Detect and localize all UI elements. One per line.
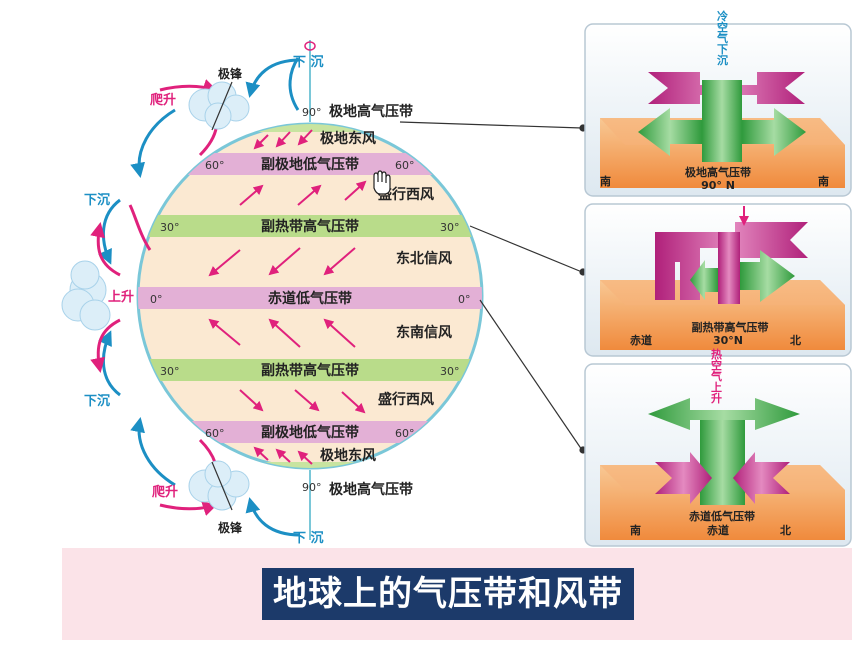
wind-arrows-ne-trade [208, 247, 356, 277]
label-xia-chen-left-bottom: 下沉 [84, 393, 110, 409]
panel-equatorial-low: 热空气上升 赤道低气压带 南 赤道 北 [584, 347, 852, 547]
globe: 副极地低气压带 副热带高气压带 赤道低气压带 副热带高气压带 副极地低气压带 极… [136, 122, 484, 470]
label-equatorial-low: 赤道低气压带 [268, 290, 352, 307]
label-pa-sheng-bottom: 爬升 [151, 484, 178, 500]
wind-arrows-polar-east-s [253, 446, 313, 465]
label-ne-trade: 东北信风 [396, 250, 452, 267]
band-equatorial-low [138, 287, 482, 309]
deg-0-left: 0° [150, 293, 163, 306]
wind-arrows-polar-east-n [253, 129, 313, 150]
deg-90-n: 90° [302, 106, 322, 119]
panel1-right: 南 [818, 174, 829, 188]
polar-front-line-s [211, 461, 233, 511]
panel2-left: 赤道 [630, 333, 652, 347]
panel-polar-high: 冷空气下沉 极地高气压带 90° N 南 南 [584, 9, 852, 197]
panel3-belt: 赤道低气压带 [689, 509, 755, 523]
polar-axis [304, 40, 316, 540]
label-polar-high-n: 极地高气压带 [329, 103, 413, 120]
band-subtropical-high-n [138, 215, 482, 237]
label-polar-east-s: 极地东风 [320, 447, 376, 464]
cloud-icon [188, 81, 250, 130]
pink-arrow-shape [655, 452, 712, 504]
connector-line-2 [469, 225, 583, 273]
cloud-icons [61, 81, 250, 511]
cloud-icon [61, 260, 111, 331]
wind-arrows-westerly-n [239, 180, 367, 206]
deg-30-right-n: 30° [440, 221, 460, 234]
label-shang-sheng: 上升 [108, 289, 134, 305]
label-subtropical-high-s: 副热带高气压带 [261, 362, 359, 379]
green-column-shape [702, 80, 742, 162]
label-xia-chen-bottom: 下 沉 [293, 530, 324, 546]
label-subtropical-high-n: 副热带高气压带 [261, 218, 359, 235]
label-polar-high-s: 极地高气压带 [329, 481, 413, 498]
label-westerly-s: 盛行西风 [378, 391, 434, 408]
panel3-right: 北 [780, 523, 791, 537]
label-subpolar-low-s: 副极地低气压带 [261, 424, 359, 441]
deg-90-s: 90° [302, 481, 322, 494]
label-se-trade: 东南信风 [396, 324, 452, 341]
band-subtropical-high-s [138, 359, 482, 381]
panel-subtropical-high: 副热带高气压带 赤道 30°N 北 [584, 203, 852, 357]
green-arrow-shape [648, 398, 800, 430]
label-polar-east-n: 极地东风 [320, 130, 376, 147]
panel1-left: 南 [600, 174, 611, 188]
deg-60-right-s: 60° [395, 427, 415, 440]
deg-30-left-n: 30° [160, 221, 180, 234]
wind-arrows-westerly-s [239, 389, 366, 414]
wind-arrows-se-trade [208, 318, 356, 348]
deg-30-right-s: 30° [440, 365, 460, 378]
cloud-icon [188, 460, 250, 511]
label-ji-feng-bottom: 极锋 [218, 520, 243, 535]
deg-60-left-s: 60° [205, 427, 225, 440]
deg-60-left-n: 60° [205, 159, 225, 172]
deg-60-right-n: 60° [395, 159, 415, 172]
panel3-left: 南 [630, 523, 641, 537]
label-subpolar-low-n: 副极地低气压带 [261, 156, 359, 173]
panel2-lat: 30°N [713, 334, 743, 347]
panel3-lat: 赤道 [707, 523, 729, 537]
band-subpolar-low-s [138, 421, 482, 443]
label-xia-chen-top: 下 沉 [293, 54, 324, 70]
panel2-belt: 副热带高气压带 [692, 320, 769, 334]
connector-line-1 [399, 121, 583, 129]
band-subpolar-low-n [138, 153, 482, 175]
green-arrow-shape [740, 250, 795, 302]
green-column-shape [700, 420, 745, 505]
panel2-right: 北 [790, 333, 801, 347]
panel1-vertical-text: 冷空气下沉 [716, 9, 730, 66]
label-ji-feng-top: 极锋 [218, 66, 243, 81]
circulation-cells [90, 57, 301, 537]
polar-front-line-n [211, 81, 233, 131]
label-westerly-n: 盛行西风 [378, 186, 434, 203]
page-title: 地球上的气压带和风带 [262, 568, 634, 620]
panel1-belt: 极地高气压带 [685, 165, 751, 179]
deg-0-right: 0° [458, 293, 471, 306]
panel1-lat: 90° N [701, 179, 735, 192]
deg-30-left-s: 30° [160, 365, 180, 378]
label-pa-sheng-top: 爬升 [149, 92, 176, 108]
connector-line-3 [479, 299, 583, 451]
panel3-vertical-text: 热空气上升 [710, 347, 724, 404]
label-xia-chen-left-top: 下沉 [84, 192, 110, 208]
hand-cursor-icon [373, 170, 391, 195]
